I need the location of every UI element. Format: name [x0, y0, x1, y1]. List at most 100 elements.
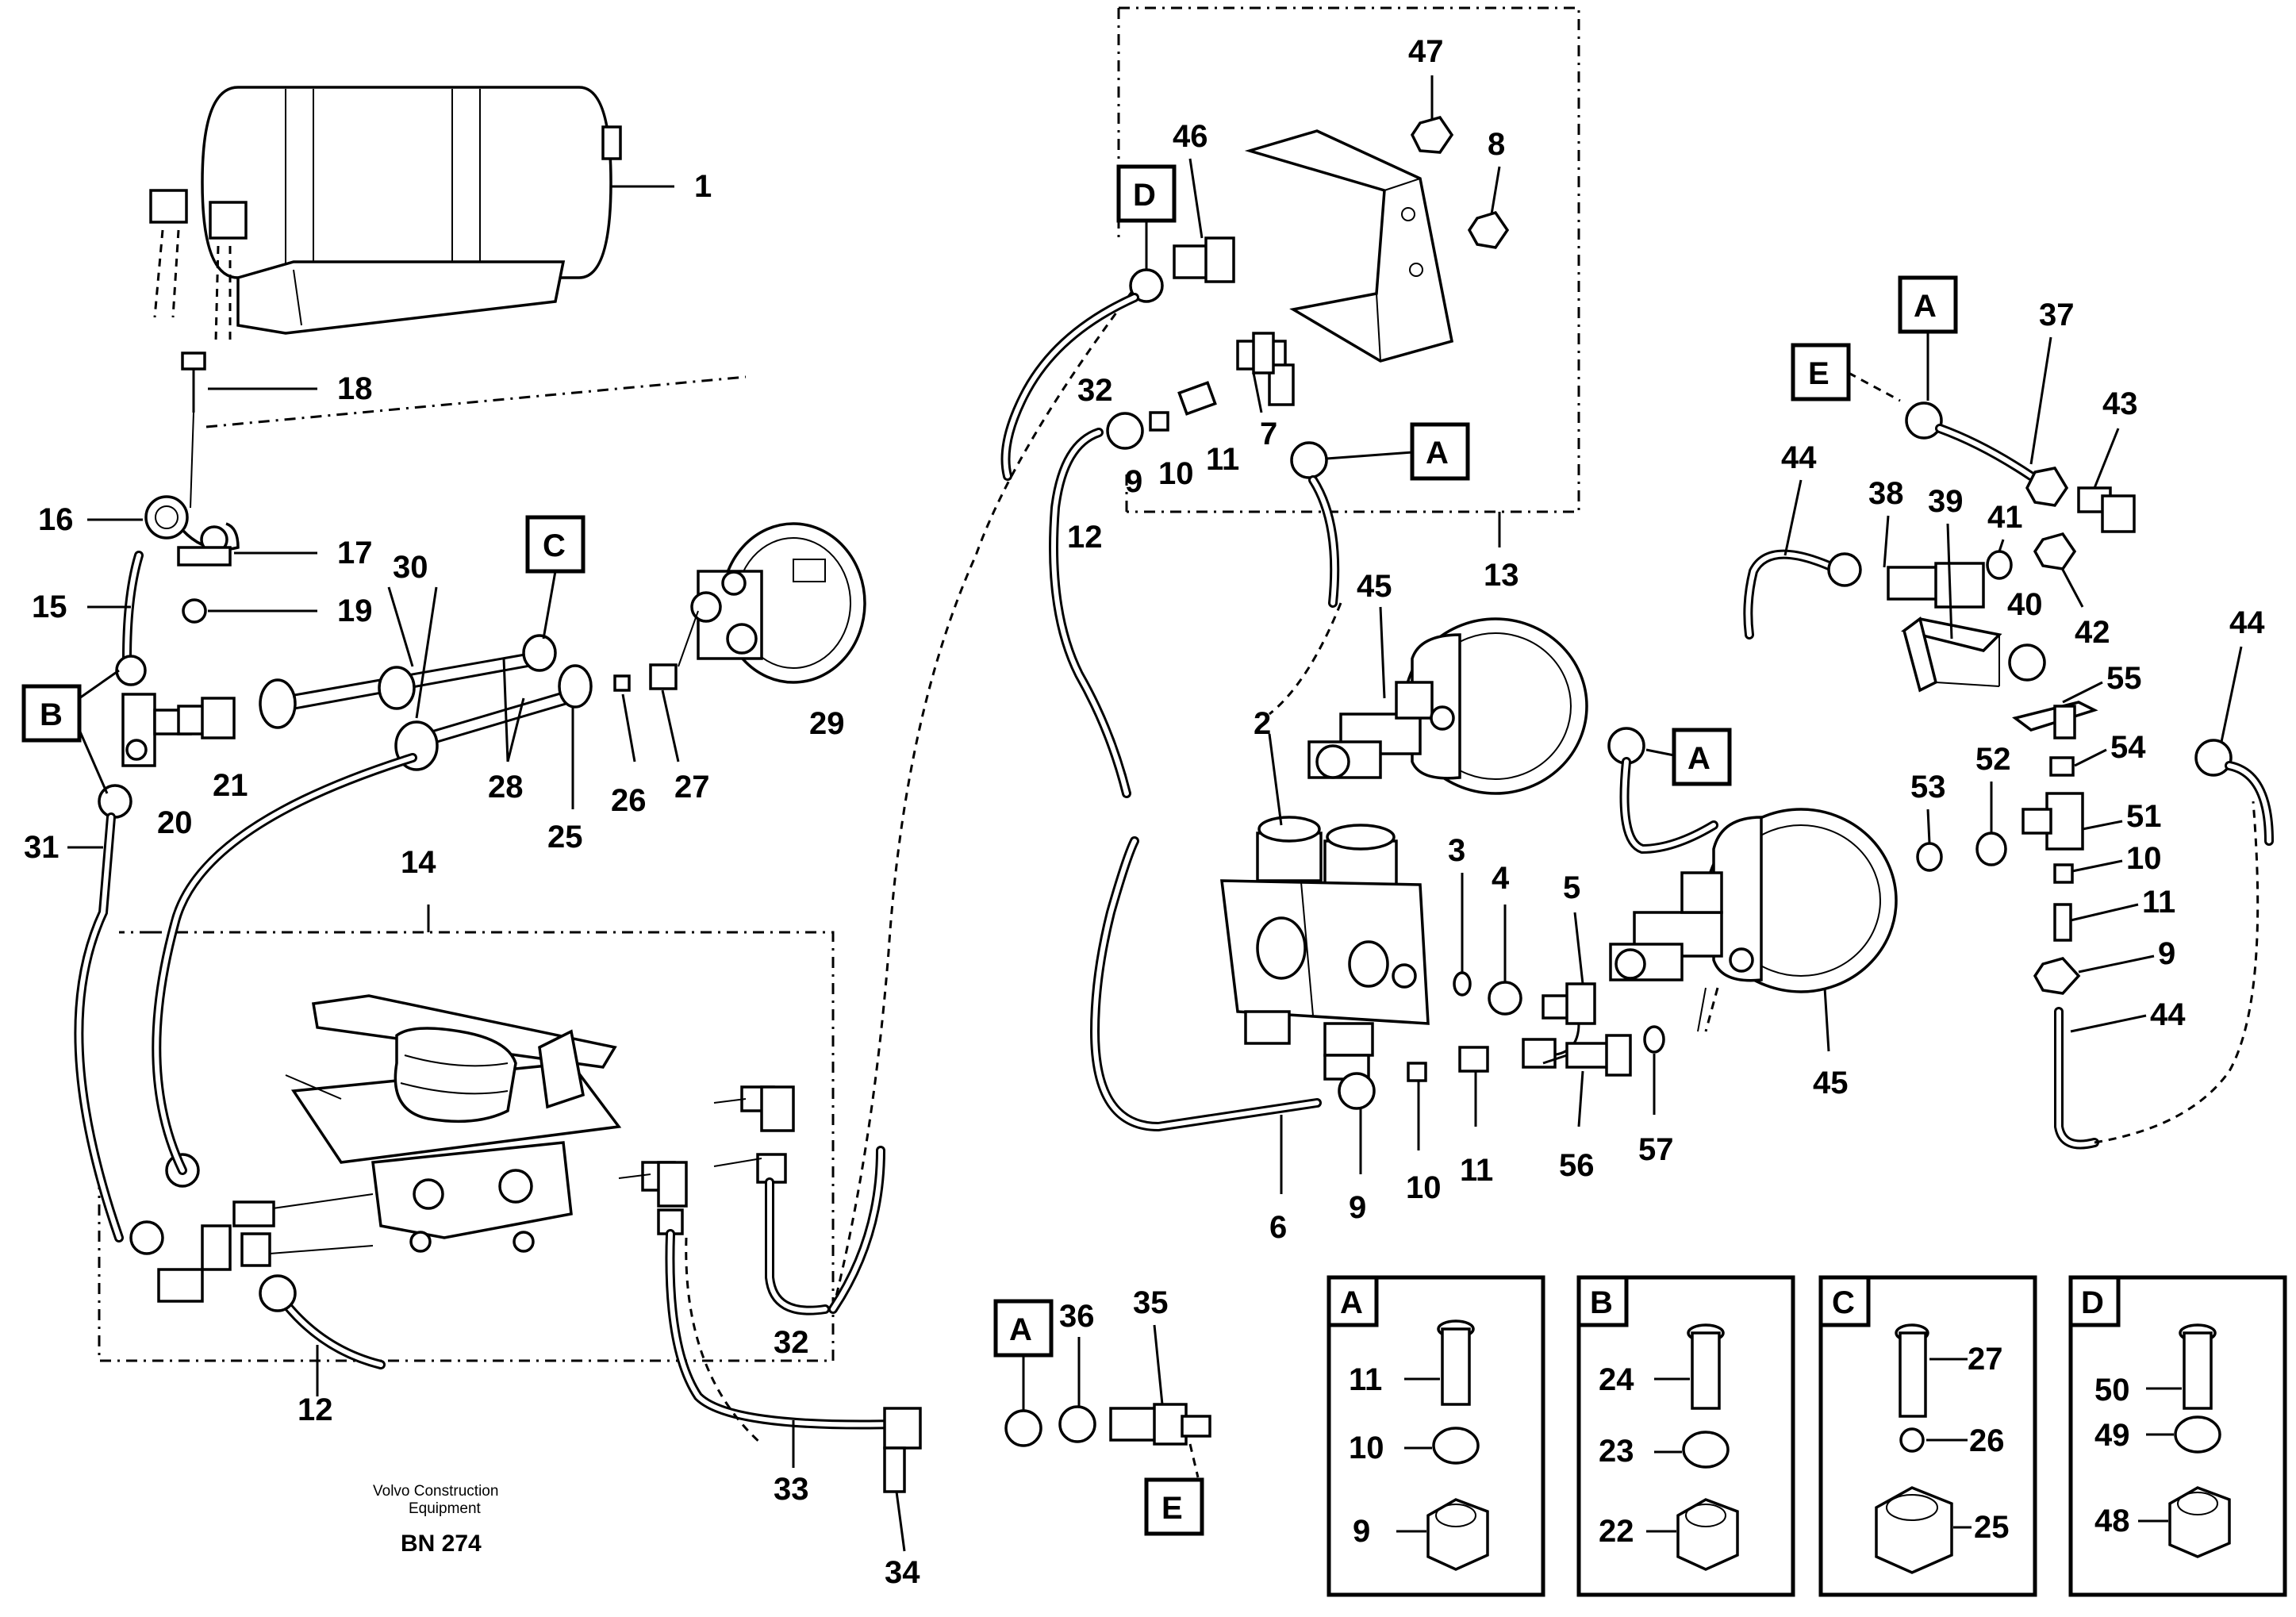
svg-text:25: 25: [1974, 1510, 2010, 1545]
part-number-51: 51: [2126, 799, 2162, 834]
brake-pedal-valve: [290, 994, 622, 1253]
part-number-11-mid: 11: [1460, 1153, 1493, 1188]
union-35: [1109, 1403, 1211, 1446]
nut-a-upper: [1290, 441, 1328, 479]
part-number-34: 34: [885, 1555, 920, 1590]
sensor-56: [1542, 1034, 1632, 1077]
part-number-31: 31: [24, 830, 60, 865]
part-number-35: 35: [1133, 1285, 1169, 1320]
clip-34: [883, 1407, 922, 1493]
part-number-38: 38: [1868, 476, 1904, 511]
part-number-9-mid: 9: [1349, 1190, 1366, 1225]
reference-tag-a-right: [1898, 275, 1958, 334]
brake-chamber-45-upper: [1307, 617, 1588, 795]
part-number-44-top: 44: [1781, 440, 1817, 475]
part-number-12-upper: 12: [1067, 520, 1103, 555]
handle-55: [2012, 701, 2098, 739]
part-number-52: 52: [1975, 742, 2011, 777]
nut-9-upper: [1106, 412, 1144, 450]
nut-52: [1975, 832, 2007, 866]
part-number-19: 19: [337, 593, 373, 628]
part-number-9-upper: 9: [1125, 464, 1142, 499]
part-number-13: 13: [1484, 558, 1519, 593]
part-number-44-right: 44: [2229, 605, 2265, 640]
part-number-9-right: 9: [2158, 936, 2175, 971]
part-number-53: 53: [1910, 770, 1946, 805]
bracket-13: [1244, 129, 1454, 363]
svg-text:D: D: [2081, 1285, 2104, 1320]
part-number-16: 16: [38, 502, 74, 537]
detail-panel-c: C 27 26 25: [1818, 1275, 2037, 1597]
svg-text:A: A: [1340, 1285, 1363, 1320]
part-number-15: 15: [32, 590, 67, 624]
nut-32: [1129, 268, 1164, 303]
nut-42: [2033, 532, 2077, 570]
part-number-7: 7: [1260, 417, 1277, 451]
part-number-45-upper: 45: [1357, 569, 1392, 604]
svg-text:E: E: [1161, 1491, 1183, 1526]
svg-text:48: 48: [2094, 1504, 2130, 1538]
part-number-4: 4: [1492, 861, 1510, 896]
part-number-11-right: 11: [2142, 885, 2175, 920]
elbow-fittings-pedal: [129, 1085, 795, 1303]
washer-41: [1986, 550, 2013, 580]
elbow-5: [1542, 982, 1596, 1025]
tee-7: [1236, 332, 1295, 406]
svg-text:Equipment: Equipment: [409, 1500, 482, 1517]
part-number-14: 14: [401, 845, 436, 880]
part-number-28: 28: [488, 770, 524, 805]
nut-8: [1467, 210, 1510, 249]
part-number-11-upper: 11: [1206, 442, 1239, 477]
detail-panel-d: D 50 49 48: [2068, 1275, 2287, 1597]
part-number-32-lower: 32: [774, 1325, 809, 1360]
part-number-10-upper: 10: [1158, 456, 1194, 491]
fitting-46: [1173, 236, 1235, 283]
part-number-27: 27: [674, 770, 710, 805]
part-number-47: 47: [1408, 34, 1444, 69]
part-number-1: 1: [694, 169, 712, 204]
relay-valve-2: [1220, 816, 1430, 1081]
svg-text:24: 24: [1599, 1362, 1634, 1397]
part-number-21: 21: [213, 768, 248, 803]
svg-text:B: B: [40, 697, 63, 732]
reference-tag-b: [21, 684, 82, 743]
svg-text:10: 10: [1349, 1431, 1384, 1465]
svg-text:C: C: [543, 528, 566, 563]
svg-text:11: 11: [1349, 1362, 1382, 1397]
part-number-43: 43: [2102, 386, 2138, 421]
svg-text:C: C: [1832, 1285, 1855, 1320]
bolt-18: [181, 351, 206, 413]
air-tank-1: [149, 86, 622, 342]
part-number-25: 25: [547, 820, 583, 855]
reference-tag-c: [525, 515, 586, 574]
svg-text:23: 23: [1599, 1434, 1634, 1469]
part-number-20: 20: [157, 805, 193, 840]
part-number-39: 39: [1928, 484, 1964, 519]
grommet-30-upper: [378, 666, 416, 710]
part-number-55: 55: [2106, 661, 2142, 696]
part-number-45-lower: 45: [1813, 1066, 1849, 1100]
part-number-5: 5: [1563, 870, 1580, 905]
svg-text:9: 9: [1353, 1514, 1370, 1549]
part-number-44-mid: 44: [2150, 997, 2186, 1032]
svg-text:A: A: [1426, 436, 1449, 471]
detail-panel-b: B 24 23 22: [1576, 1275, 1795, 1597]
part-number-8: 8: [1488, 127, 1505, 162]
reference-tag-e-top: [1791, 343, 1851, 401]
part-number-30: 30: [393, 550, 428, 585]
reference-tag-a-mid: [1672, 728, 1732, 786]
svg-text:49: 49: [2094, 1418, 2130, 1453]
part-number-6: 6: [1269, 1210, 1287, 1245]
svg-text:E: E: [1808, 356, 1830, 391]
part-number-3: 3: [1448, 833, 1465, 868]
elbow-43: [2077, 486, 2136, 533]
valve-38-39-bracket: [1887, 562, 2002, 693]
reference-tag-e-bottom: [1144, 1477, 1204, 1536]
svg-text:A: A: [1687, 741, 1710, 776]
part-number-42: 42: [2075, 615, 2110, 650]
nut-47: [1410, 115, 1454, 154]
svg-text:Volvo Construction: Volvo Construction: [373, 1483, 498, 1500]
part-number-2: 2: [1254, 706, 1271, 741]
tee-51: [2021, 792, 2084, 851]
pressure-gauge-29: [690, 522, 866, 684]
